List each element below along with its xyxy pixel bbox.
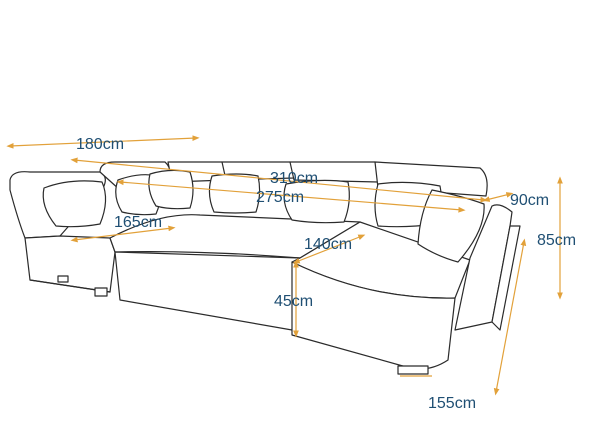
- dimension-line-140: [292, 234, 366, 264]
- label-85cm: 85cm: [537, 232, 577, 249]
- label-310cm: 310cm: [270, 170, 319, 187]
- dimension-line-275: [116, 179, 466, 213]
- dimension-line-165: [70, 225, 176, 243]
- label-180cm: 180cm: [76, 136, 125, 153]
- dimension-line-90: [482, 192, 514, 202]
- sofa-seat: [109, 214, 471, 370]
- label-140cm: 140cm: [304, 236, 353, 253]
- dimension-line-180: [6, 135, 200, 149]
- label-165cm: 165cm: [114, 214, 163, 231]
- label-155cm: 155cm: [428, 395, 477, 412]
- dimension-line-155: [493, 238, 527, 396]
- label-90cm: 90cm: [510, 192, 550, 209]
- label-45cm: 45cm: [274, 293, 314, 310]
- dimension-lines: [6, 135, 563, 396]
- label-275cm: 275cm: [256, 189, 305, 206]
